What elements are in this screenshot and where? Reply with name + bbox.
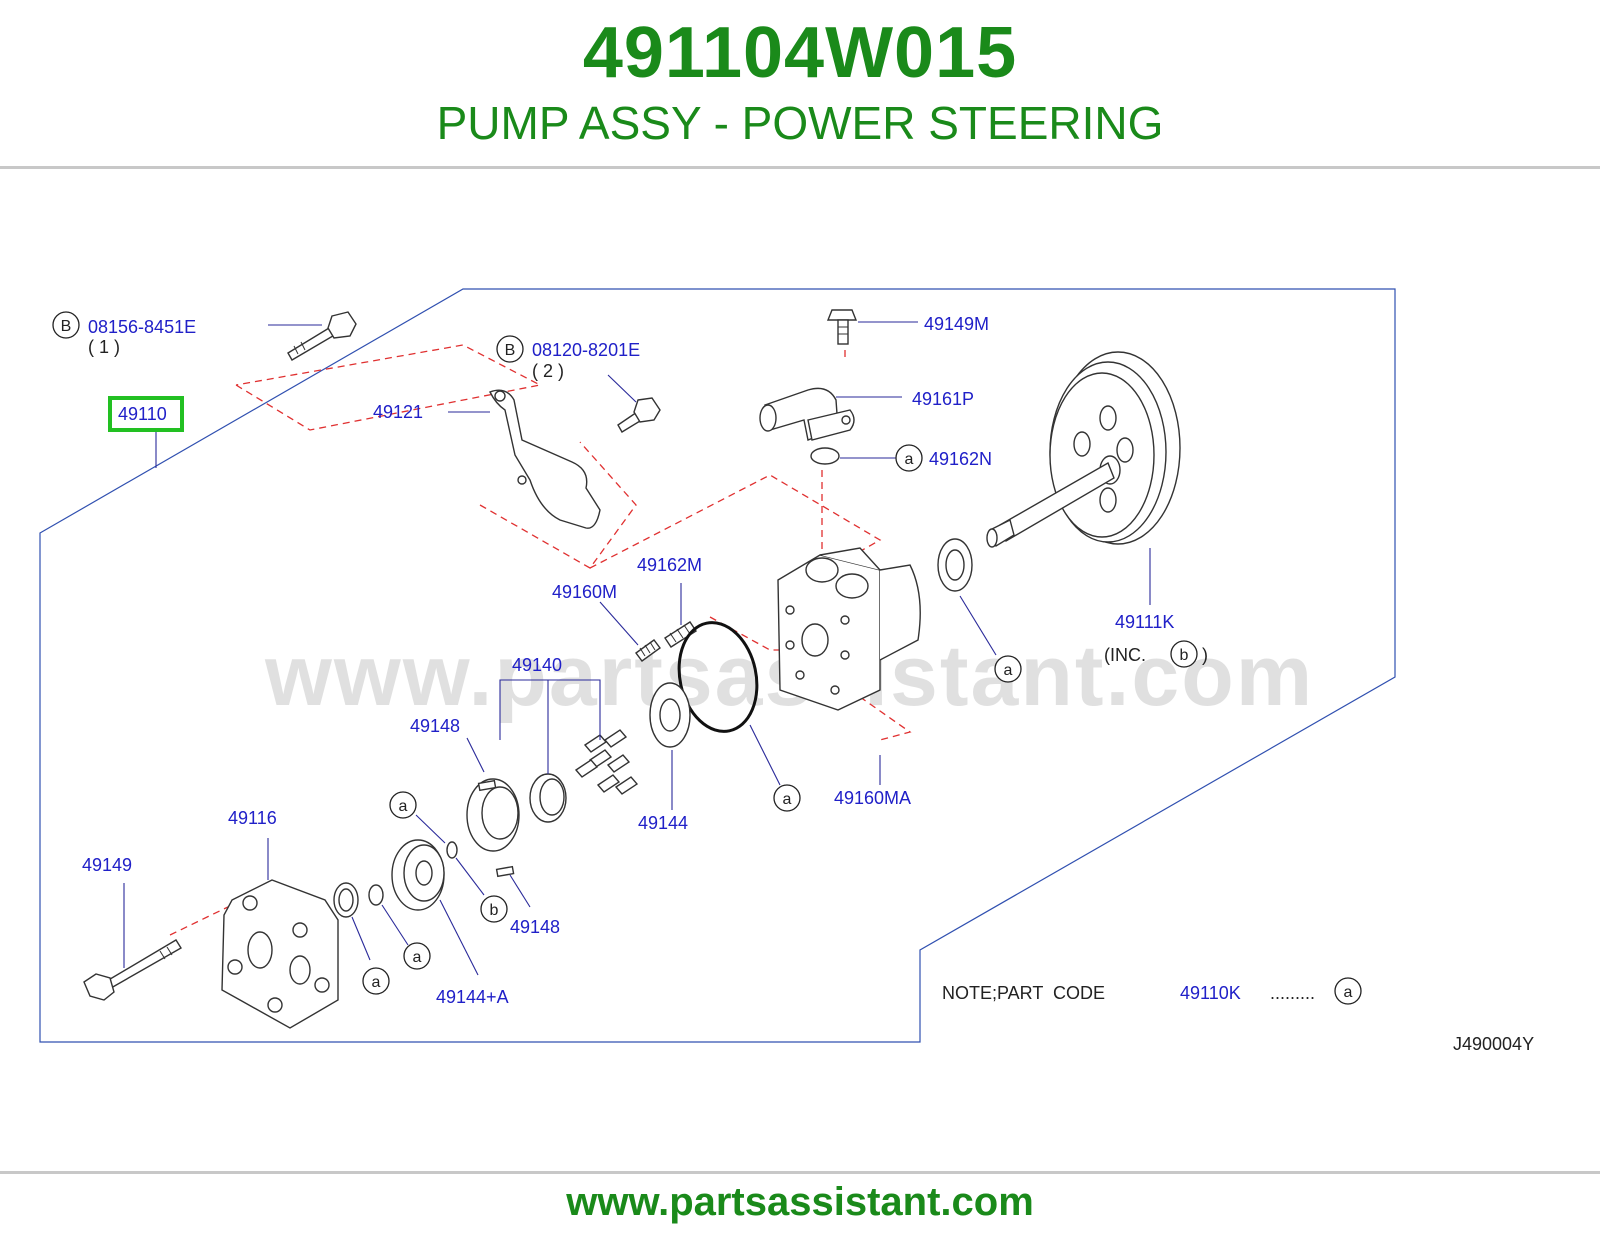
marker-B-2: B — [496, 335, 524, 363]
label-inc-note: (INC. — [1104, 645, 1146, 665]
svg-text:a: a — [1004, 662, 1013, 679]
part-number-title: 491104W015 — [582, 13, 1018, 93]
svg-text:a: a — [372, 974, 381, 991]
large-oring[interactable] — [669, 615, 766, 738]
page-header: 491104W015 PUMP ASSY - POWER STEERING — [0, 0, 1600, 170]
label-inc-close: ) — [1202, 645, 1208, 665]
oring-49162N[interactable] — [810, 447, 840, 465]
bolt-08156[interactable] — [287, 311, 357, 361]
pin-49148-bottom[interactable] — [495, 865, 515, 878]
marker-b-inc: b — [1170, 640, 1198, 668]
label-49111K[interactable]: 49111K — [1115, 612, 1174, 632]
svg-text:a: a — [413, 949, 422, 966]
label-49140[interactable]: 49140 — [512, 655, 562, 675]
svg-text:a: a — [783, 791, 792, 808]
valve-49160M[interactable] — [635, 639, 661, 662]
label-49144[interactable]: 49144 — [638, 813, 688, 833]
small-oring-b[interactable] — [446, 841, 458, 859]
label-08156-qty: ( 1 ) — [88, 337, 120, 357]
rear-cover-49116[interactable] — [221, 879, 339, 1029]
svg-text:B: B — [505, 342, 516, 359]
bracket-49121[interactable] — [489, 389, 601, 529]
bolt-49149[interactable] — [83, 939, 182, 1001]
marker-B-1: B — [52, 311, 80, 339]
label-49121[interactable]: 49121 — [373, 402, 423, 422]
note-dots: ......... — [1270, 983, 1315, 1003]
label-49116[interactable]: 49116 — [228, 808, 277, 828]
svg-text:b: b — [490, 902, 499, 919]
marker-a-note: a — [1334, 977, 1362, 1005]
pin-49148-top[interactable] — [477, 779, 497, 792]
leader-lines — [123, 321, 1151, 976]
highlight-49110 — [108, 396, 184, 432]
pump-body[interactable] — [777, 547, 921, 711]
side-plate-49144A[interactable] — [391, 839, 445, 911]
bolt-49149M[interactable] — [826, 309, 858, 345]
header-divider — [0, 166, 1600, 169]
label-08156-8451E[interactable]: 08156-8451E — [88, 317, 196, 337]
marker-a-seal-ring: a — [362, 967, 390, 995]
label-49144A[interactable]: 49144+A — [436, 987, 509, 1007]
label-49110[interactable]: 49110 — [118, 404, 167, 424]
rotor-49140[interactable] — [529, 773, 567, 823]
label-08120-qty: ( 2 ) — [532, 361, 564, 381]
marker-a-49162N: a — [895, 444, 923, 472]
marker-b-ring: b — [480, 895, 508, 923]
diagram-code: J490004Y — [1453, 1034, 1534, 1054]
marker-a-oring: a — [773, 784, 801, 812]
assembly-frame — [39, 288, 1396, 1043]
label-49162N[interactable]: 49162N — [929, 449, 992, 469]
bolt-08120[interactable] — [617, 397, 661, 433]
svg-text:a: a — [399, 798, 408, 815]
connector-49161P[interactable] — [759, 387, 855, 441]
label-49149[interactable]: 49149 — [82, 855, 132, 875]
label-49160M[interactable]: 49160M — [552, 582, 617, 602]
pulley-49111K[interactable] — [986, 351, 1181, 548]
marker-a-small-oring: a — [403, 942, 431, 970]
vanes[interactable] — [574, 729, 639, 795]
svg-text:a: a — [905, 451, 914, 468]
label-49148-bottom[interactable]: 49148 — [510, 917, 560, 937]
part-description: PUMP ASSY - POWER STEERING — [436, 97, 1164, 149]
cam-housing[interactable] — [466, 778, 520, 852]
marker-a-seal: a — [994, 655, 1022, 683]
svg-text:b: b — [1180, 647, 1189, 664]
footer-website-link[interactable]: www.partsassistant.com — [566, 1180, 1034, 1224]
label-49160MA[interactable]: 49160MA — [834, 788, 911, 808]
svg-text:a: a — [1344, 984, 1353, 1001]
marker-a-top-left: a — [389, 791, 417, 819]
seal-ring-left[interactable] — [333, 882, 359, 918]
oil-seal[interactable] — [937, 538, 973, 592]
label-49149M[interactable]: 49149M — [924, 314, 989, 334]
label-49148-top[interactable]: 49148 — [410, 716, 460, 736]
svg-text:B: B — [61, 318, 72, 335]
small-oring-a[interactable] — [368, 884, 384, 906]
label-49162M[interactable]: 49162M — [637, 555, 702, 575]
footer-divider — [0, 1171, 1600, 1174]
label-08120-8201E[interactable]: 08120-8201E — [532, 340, 640, 360]
cam-ring-49144[interactable] — [649, 682, 691, 748]
note-text: NOTE;PART CODE — [942, 983, 1105, 1003]
note-part-code[interactable]: 49110K — [1180, 983, 1241, 1003]
label-49161P[interactable]: 49161P — [912, 389, 974, 409]
